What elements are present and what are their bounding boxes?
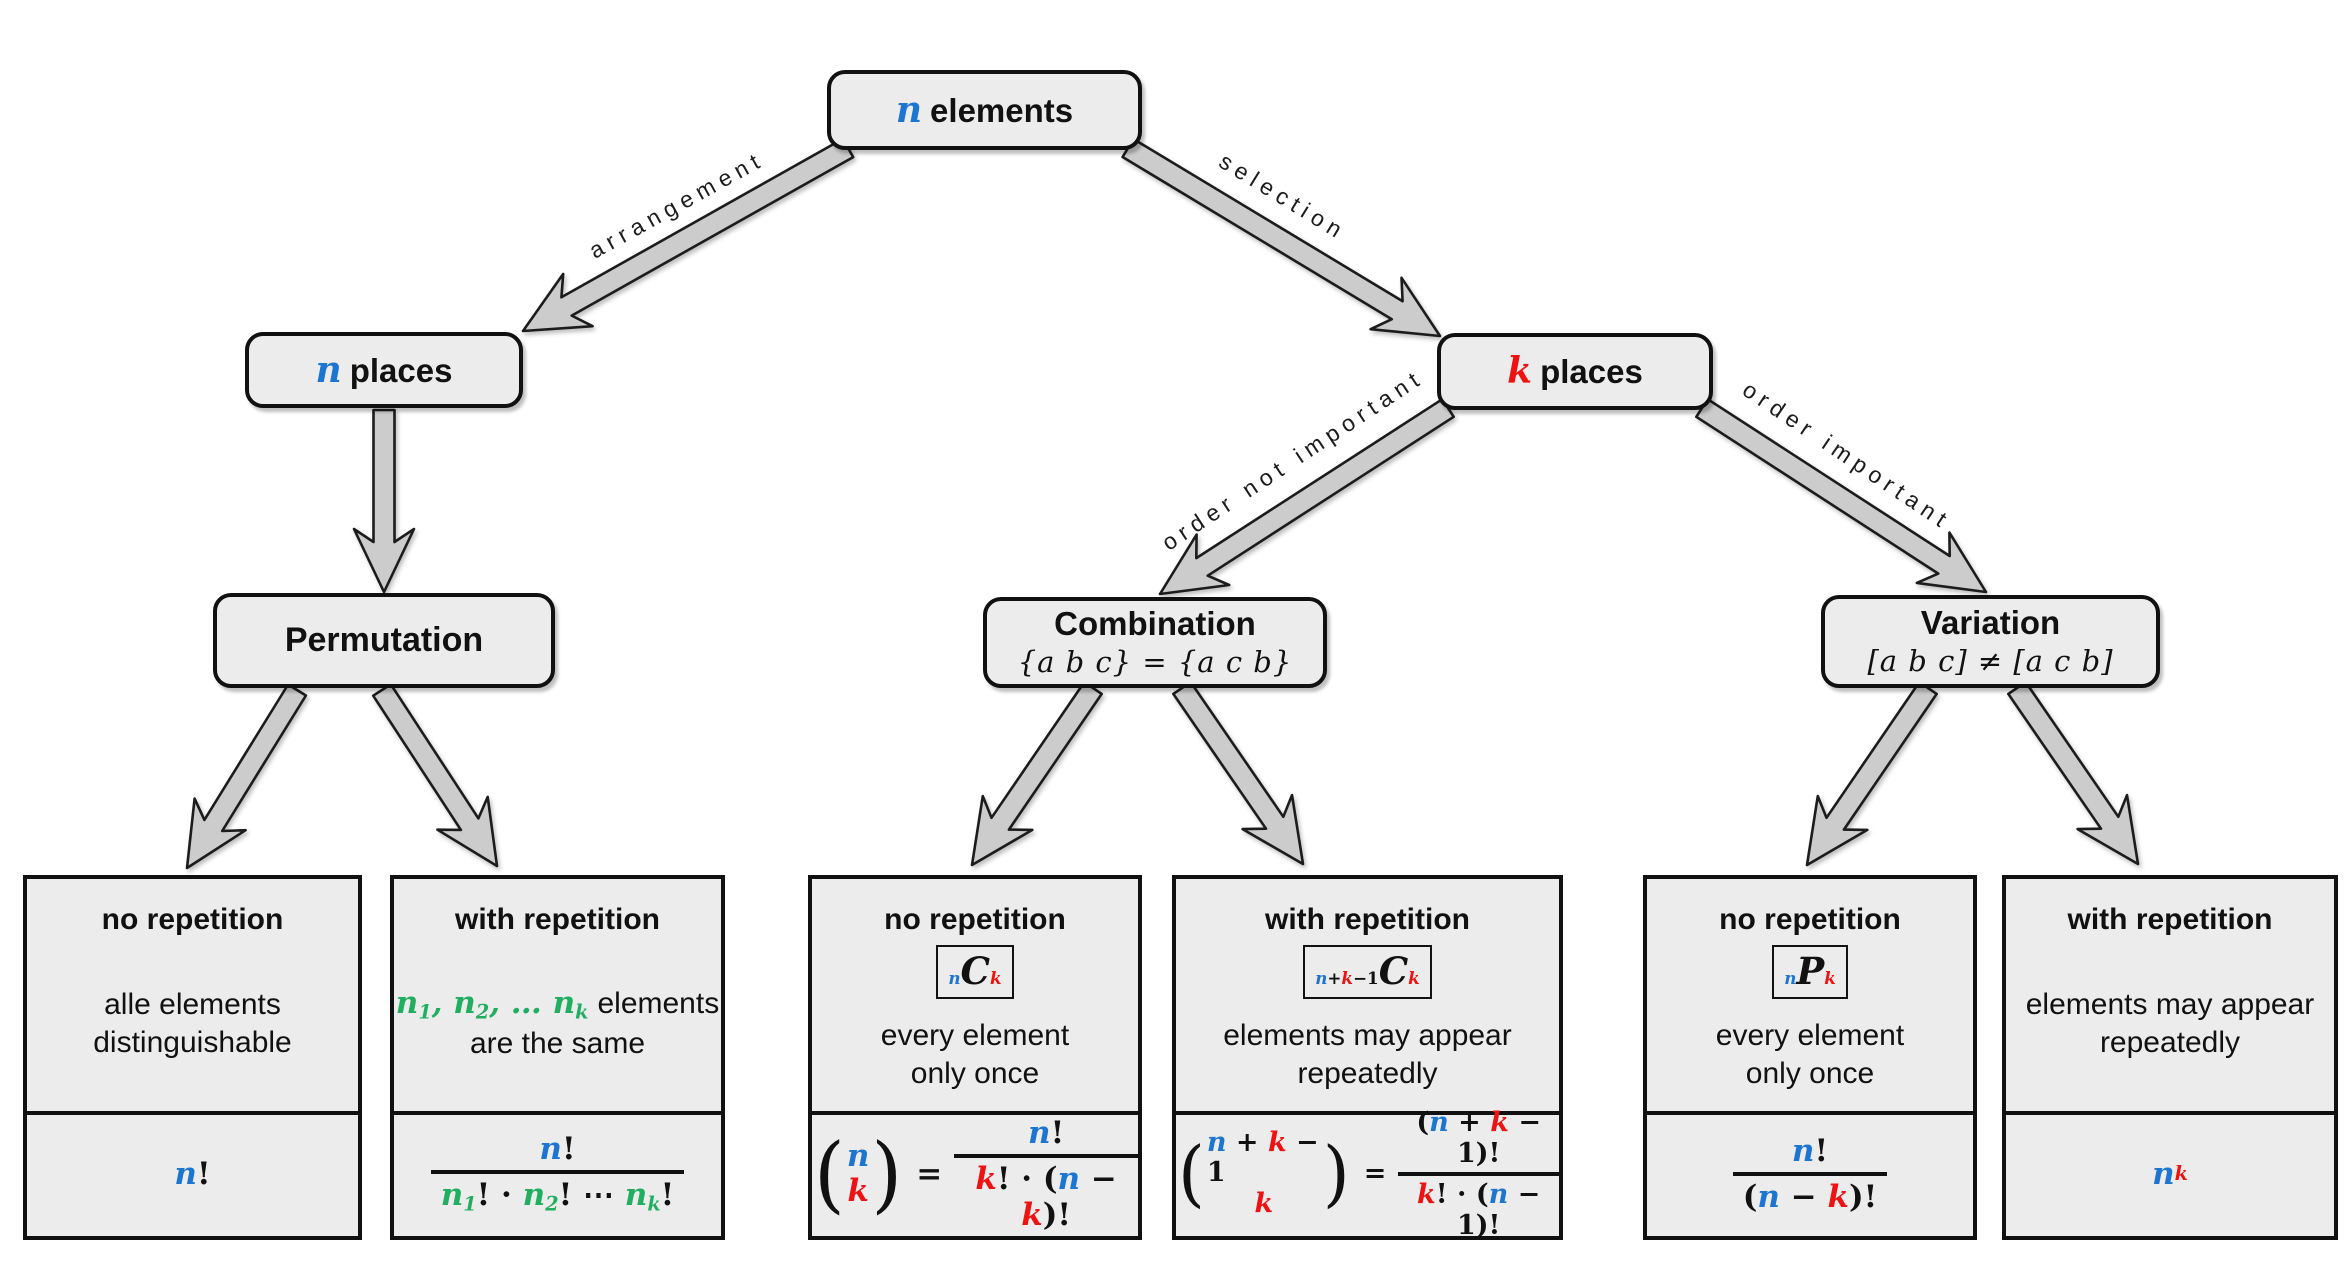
equals-sign: = [916,1155,943,1192]
formula-multichoose: ( n + k − 1 k ) = (n + k − 1)! k! · (n −… [1176,1107,1559,1241]
formula-multiset-permutation: n! n1! · n2! ⋯ nk! [430,1131,685,1216]
node-permutation-title: Permutation [284,621,484,660]
leaf-permutation-no-repetition: no repetition alle elements distinguisha… [23,875,362,1240]
fraction: n! n1! · n2! ⋯ nk! [430,1131,685,1216]
arrow-combination-to-no-repetition [970,680,1103,867]
arrow-n-places-to-permutation [352,408,416,594]
math-var-n: n [895,88,923,131]
leaf-title: with repetition [1265,903,1470,936]
node-combination-subtitle: {a b c} = {a c b} [1017,645,1293,680]
leaf-title: no repetition [1719,903,1901,936]
node-variation: Variation [a b c] ≠ [a c b] [1821,595,2160,688]
fraction: n! (n − k)! [1732,1133,1888,1215]
leaf-title: with repetition [455,903,660,936]
leaf-description: every element only once [880,1018,1070,1091]
arrow-arrangement [521,137,855,333]
formula-binomial-coefficient: ( n k ) = n! k! · (n − k)! [812,1115,1138,1233]
leaf-formula-area: n! n1! · n2! ⋯ nk! [394,1115,721,1232]
arrow-variation-to-with-repetition [2007,680,2140,866]
node-combination: Combination {a b c} = {a c b} [983,597,1327,688]
arrow-variation-to-no-repetition [1805,680,1938,867]
leaf-description: every element only once [1715,1018,1905,1091]
formula-falling-factorial: n! (n − k)! [1732,1133,1888,1215]
arrow-order-not-important [1158,397,1455,596]
leaf-description: alle elements distinguishable [93,987,292,1059]
leaf-formula-area: ( n k ) = n! k! · (n − k)! [812,1115,1138,1233]
formula-n-factorial: n! [174,1155,211,1192]
arrow-combination-to-with-repetition [1172,680,1305,866]
leaf-title: no repetition [884,903,1066,936]
node-permutation: Permutation [213,593,555,688]
leaf-title: with repetition [2067,903,2273,936]
binomial-stack: n k [846,1137,870,1209]
math-var-n: n [315,348,342,391]
arrow-selection [1121,137,1442,338]
leaf-title: no repetition [101,903,284,936]
fraction: (n + k − 1)! k! · (n − 1)! [1398,1107,1559,1241]
leaf-variation-with-repetition: with repetition elements may appear repe… [2002,875,2338,1240]
arrow-order-important [1695,397,1988,594]
arrow-permutation-to-no-repetition [185,683,308,870]
leaf-formula-area: n! [27,1115,358,1232]
equals-sign: = [1363,1158,1387,1189]
math-run-n1-nk: n1, n2, … nk [395,985,589,1024]
node-variation-title: Variation [1920,604,2061,642]
node-combination-title: Combination [1054,605,1256,643]
fraction: n! k! · (n − k)! [954,1115,1138,1233]
binomial-stack: n + k − 1 k [1206,1127,1319,1219]
leaf-top: no repetition alle elements distinguisha… [27,879,358,1115]
math-var-k: k [1507,350,1533,393]
leaf-description: elements may appear repeatedly [1223,1018,1512,1091]
arrow-permutation-to-with-repetition [371,682,499,868]
leaf-description: elements may appear repeatedly [2025,987,2315,1059]
leaf-formula-area: n! (n − k)! [1647,1115,1973,1232]
node-variation-subtitle: [a b c] ≠ [a c b] [1867,644,2114,679]
leaf-formula-area: ( n + k − 1 k ) = (n + k − 1)! k! · (n −… [1176,1107,1559,1241]
leaf-top: with repetition elements may appear repe… [2006,879,2334,1115]
